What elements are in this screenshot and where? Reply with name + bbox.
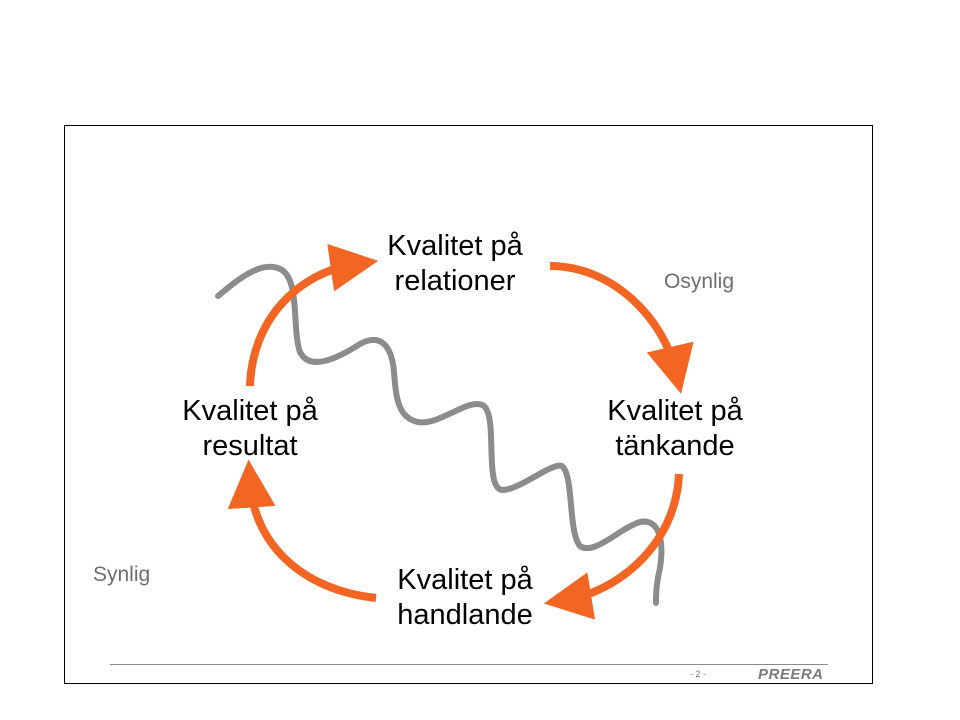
visibility-boundary-wave [215,263,665,606]
node-resultat-line1: Kvalitet på [182,395,318,427]
preera-logo: PREERA [758,666,824,683]
node-tankande-line1: Kvalitet på [607,395,743,427]
footer-divider [110,664,828,665]
node-relationer: Kvalitet på relationer [360,229,550,299]
node-handlande-line2: handlande [397,599,533,631]
zone-label-visible: Synlig [93,563,151,586]
node-tankande-line2: tänkande [615,430,735,462]
arrow-resultat-to-relationer [246,243,379,387]
node-resultat-line2: resultat [202,430,298,462]
node-handlande: Kvalitet på handlande [370,563,560,633]
arrow-handlande-to-resultat [227,459,377,602]
arrow-tankande-to-handlande [543,473,683,620]
zone-label-invisible: Osynlig [664,270,735,293]
page-number: - 2 - [690,669,707,679]
node-relationer-line1: Kvalitet på [387,230,523,262]
node-tankande: Kvalitet på tänkande [580,394,770,464]
node-relationer-line2: relationer [394,265,516,297]
node-resultat: Kvalitet på resultat [155,394,345,464]
node-handlande-line1: Kvalitet på [397,564,533,596]
arrow-relationer-to-tankande [549,262,694,394]
